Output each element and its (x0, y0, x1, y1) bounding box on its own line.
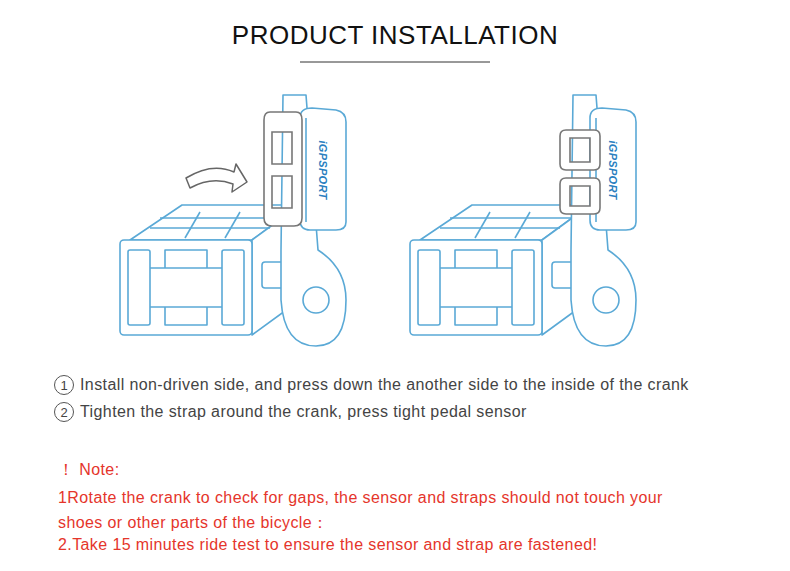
number-circle: 1 (54, 375, 74, 395)
step-text: Install non-driven side, and press down … (80, 376, 689, 394)
title-underline (300, 62, 490, 63)
pedal-left (120, 95, 346, 346)
title: PRODUCT INSTALLATION (0, 20, 790, 51)
note-text: 2.Take 15 minutes ride test to ensure th… (58, 536, 597, 554)
brand-text: iGPSPORT (607, 140, 619, 199)
brand-text: iGPSPORT (317, 140, 329, 199)
pedal-right (410, 95, 636, 346)
note-heading: ！ Note: (58, 460, 120, 481)
number-circle: 2 (54, 402, 74, 422)
note-text: 1Rotate the crank to check for gaps, the… (58, 485, 708, 535)
step-number: 1 (60, 378, 67, 393)
step-number: 2 (60, 405, 67, 420)
step-text: Tighten the strap around the crank, pres… (80, 403, 527, 421)
